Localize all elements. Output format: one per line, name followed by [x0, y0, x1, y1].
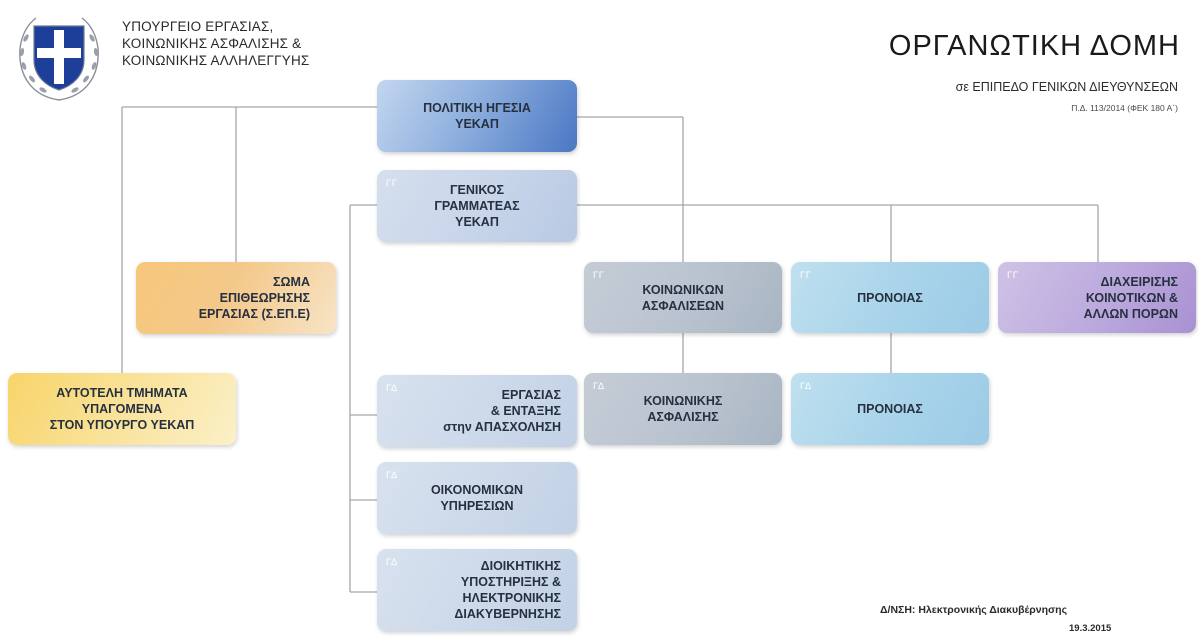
- box-autonomous-departments: ΑΥΤΟΤΕΛΗ ΤΜΗΜΑΤΑ ΥΠΑΓΟΜΕΝΑ ΣΤΟΝ ΥΠΟΥΡΓΟ …: [8, 373, 236, 445]
- box-label: ΣΩΜΑ ΕΠΙΘΕΩΡΗΣΗΣ ΕΡΓΑΣΙΑΣ (Σ.ΕΠ.Ε): [198, 275, 310, 321]
- box-label: ΓΕΝΙΚΟΣ ΓΡΑΜΜΑΤΕΑΣ ΥΕΚΑΠ: [434, 183, 520, 229]
- box-tag: ΓΓ: [1007, 270, 1019, 281]
- box-tag: ΓΓ: [593, 270, 605, 281]
- box-gd-social-insurance: ΓΔ ΚΟΙΝΩΝΙΚΗΣ ΑΣΦΑΛΙΣΗΣ: [584, 373, 782, 445]
- box-label: ΟΙΚΟΝΟΜΙΚΩΝ ΥΠΗΡΕΣΙΩΝ: [430, 483, 524, 513]
- box-label: ΚΟΙΝΩΝΙΚΩΝ ΑΣΦΑΛΙΣΕΩΝ: [641, 282, 725, 313]
- box-label: ΠΡΟΝΟΙΑΣ: [857, 402, 923, 416]
- box-label: ΔΙΟΙΚΗΤΙΚΗΣ ΥΠΟΣΤΗΡΙΞΗΣ & ΗΛΕΚΤΡΟΝΙΚΗΣ Δ…: [454, 559, 561, 621]
- box-tag: ΓΔ: [386, 557, 398, 568]
- box-tag: ΓΓ: [386, 178, 398, 189]
- box-tag: ΓΔ: [386, 383, 398, 394]
- box-gd-financial-services: ΓΔ ΟΙΚΟΝΟΜΙΚΩΝ ΥΠΗΡΕΣΙΩΝ: [377, 462, 577, 534]
- box-label: ΕΡΓΑΣΙΑΣ & ΕΝΤΑΞΗΣ στην ΑΠΑΣΧΟΛΗΣΗ: [443, 388, 561, 434]
- footer-department: Δ/ΝΣΗ: Ηλεκτρονικής Διακυβέρνησης: [880, 604, 1068, 616]
- box-gd-administrative-support: ΓΔ ΔΙΟΙΚΗΤΙΚΗΣ ΥΠΟΣΤΗΡΙΞΗΣ & ΗΛΕΚΤΡΟΝΙΚΗ…: [377, 549, 577, 631]
- box-label: ΑΥΤΟΤΕΛΗ ΤΜΗΜΑΤΑ ΥΠΑΓΟΜΕΝΑ ΣΤΟΝ ΥΠΟΥΡΓΟ …: [49, 386, 195, 432]
- page-subtitle: σε ΕΠΙΠΕΔΟ ΓΕΝΙΚΩΝ ΔΙΕΥΘΥΝΣΕΩΝ: [955, 80, 1178, 94]
- box-tag: ΓΔ: [593, 381, 605, 392]
- box-gg-community-funds: ΓΓ ΔΙΑΧΕΙΡΙΣΗΣ ΚΟΙΝΟΤΙΚΩΝ & ΑΛΛΩΝ ΠΟΡΩΝ: [998, 262, 1196, 333]
- decree-reference: Π.Δ. 113/2014 (ΦΕΚ 180 Α΄): [1071, 103, 1178, 113]
- box-political-leadership: ΠΟΛΙΤΙΚΗ ΗΓΕΣΙΑ ΥΕΚΑΠ: [377, 80, 577, 152]
- box-tag: ΓΔ: [800, 381, 812, 392]
- box-tag: ΓΓ: [800, 270, 812, 281]
- box-gg-social-insurance: ΓΓ ΚΟΙΝΩΝΙΚΩΝ ΑΣΦΑΛΙΣΕΩΝ: [584, 262, 782, 333]
- box-labour-inspectorate: ΣΩΜΑ ΕΠΙΘΕΩΡΗΣΗΣ ΕΡΓΑΣΙΑΣ (Σ.ΕΠ.Ε): [136, 262, 336, 334]
- box-label: ΚΟΙΝΩΝΙΚΗΣ ΑΣΦΑΛΙΣΗΣ: [643, 394, 723, 424]
- box-gd-welfare: ΓΔ ΠΡΟΝΟΙΑΣ: [791, 373, 989, 445]
- ministry-name-line: ΥΠΟΥΡΓΕΙΟ ΕΡΓΑΣΙΑΣ,: [122, 19, 274, 34]
- box-tag: ΓΔ: [386, 470, 398, 481]
- footer-date: 19.3.2015: [1069, 623, 1112, 634]
- ministry-name-line: ΚΟΙΝΩΝΙΚΗΣ ΑΣΦΑΛΙΣΗΣ &: [122, 36, 302, 51]
- ministry-name-line: ΚΟΙΝΩΝΙΚΗΣ ΑΛΛΗΛΕΓΓΥΗΣ: [122, 53, 310, 68]
- greek-coat-of-arms-icon: [10, 8, 108, 106]
- box-general-secretary: ΓΓ ΓΕΝΙΚΟΣ ΓΡΑΜΜΑΤΕΑΣ ΥΕΚΑΠ: [377, 170, 577, 242]
- box-label: ΔΙΑΧΕΙΡΙΣΗΣ ΚΟΙΝΟΤΙΚΩΝ & ΑΛΛΩΝ ΠΟΡΩΝ: [1083, 274, 1178, 321]
- box-label: ΠΟΛΙΤΙΚΗ ΗΓΕΣΙΑ ΥΕΚΑΠ: [423, 101, 531, 131]
- page-title: ΟΡΓΑΝΩΤΙΚΗ ΔΟΜΗ: [888, 30, 1180, 62]
- box-gg-welfare: ΓΓ ΠΡΟΝΟΙΑΣ: [791, 262, 989, 333]
- box-gd-labour-employment: ΓΔ ΕΡΓΑΣΙΑΣ & ΕΝΤΑΞΗΣ στην ΑΠΑΣΧΟΛΗΣΗ: [377, 375, 577, 447]
- ministry-name: ΥΠΟΥΡΓΕΙΟ ΕΡΓΑΣΙΑΣ, ΚΟΙΝΩΝΙΚΗΣ ΑΣΦΑΛΙΣΗΣ…: [122, 18, 309, 69]
- box-label: ΠΡΟΝΟΙΑΣ: [857, 290, 923, 305]
